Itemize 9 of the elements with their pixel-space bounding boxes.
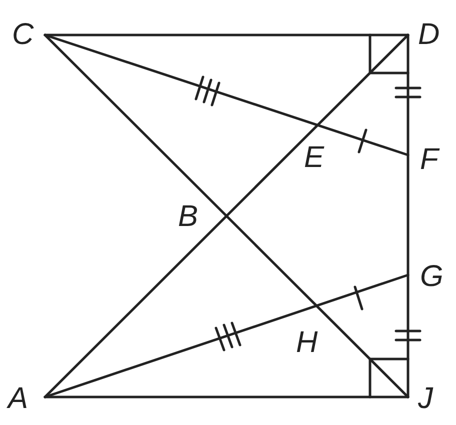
point-label: C: [12, 20, 34, 50]
point-label: B: [178, 202, 198, 232]
point-label: E: [304, 143, 324, 173]
point-label: D: [418, 20, 440, 50]
point-label: G: [420, 262, 444, 292]
point-label: F: [420, 145, 438, 175]
point-label: A: [8, 384, 28, 414]
point-label: J: [418, 384, 433, 414]
point-label: H: [296, 328, 318, 358]
